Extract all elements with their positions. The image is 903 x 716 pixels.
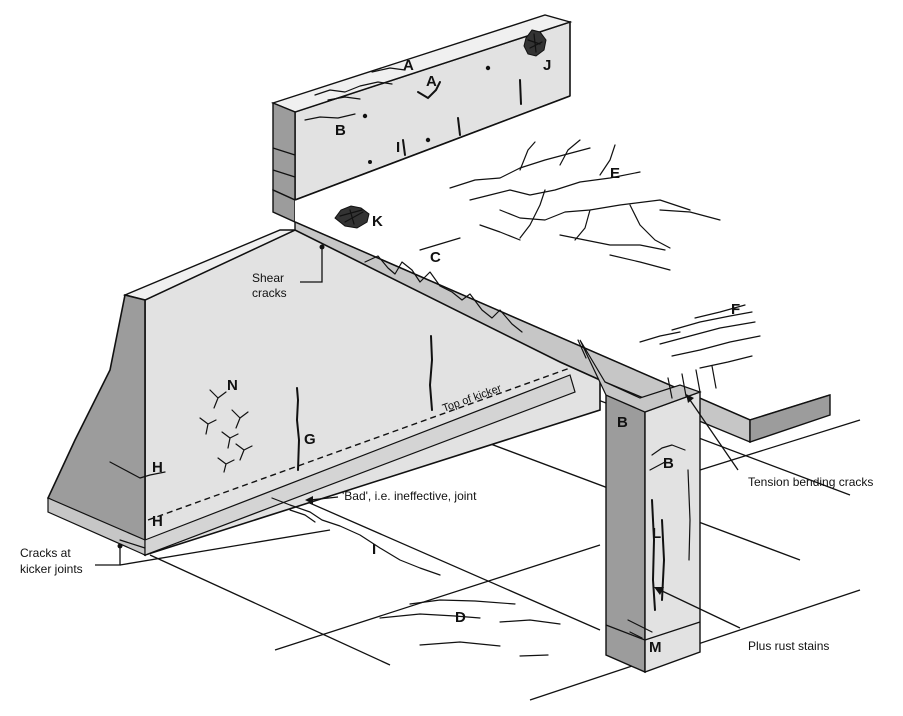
upstand-cracks bbox=[304, 29, 547, 164]
label-b-column-top: B bbox=[617, 414, 628, 431]
annotation-kicker-joints-line1: Cracks at bbox=[20, 546, 71, 560]
label-j: J bbox=[543, 57, 551, 74]
ground-cracks bbox=[271, 497, 561, 657]
upstand-wall bbox=[270, 14, 573, 224]
annotation-shear-line1: Shear bbox=[252, 271, 284, 285]
label-i-upstand: I bbox=[396, 139, 400, 156]
tension-cracks bbox=[577, 339, 717, 399]
annotation-kicker-joints-line2: kicker joints bbox=[20, 562, 83, 576]
annotation-shear-line2: cracks bbox=[252, 286, 287, 300]
label-a-top: A bbox=[403, 57, 414, 74]
column-cracks bbox=[627, 444, 691, 639]
slab-spall-k bbox=[334, 205, 370, 229]
main-wall bbox=[46, 229, 601, 557]
label-f: F bbox=[731, 301, 740, 318]
label-e: E bbox=[610, 165, 620, 182]
annotation-rust-stains: Plus rust stains bbox=[748, 639, 829, 653]
slab-map-cracks bbox=[449, 139, 721, 271]
label-h-upper: H bbox=[152, 459, 163, 476]
label-c: C bbox=[430, 249, 441, 266]
label-i-ground: I bbox=[372, 541, 376, 558]
annotation-bad-joint: 'Bad', i.e. ineffective, joint bbox=[342, 489, 477, 503]
label-l: L bbox=[652, 525, 661, 542]
label-a-face: A bbox=[426, 73, 437, 90]
shear-cracks-c bbox=[364, 237, 523, 333]
slab-parallel-cracks bbox=[639, 304, 761, 369]
leader-lines bbox=[95, 244, 741, 629]
letter-labels: A A B I J E K C F N G H H I D B B L M bbox=[152, 57, 740, 656]
label-k: K bbox=[372, 213, 383, 230]
label-g: G bbox=[304, 431, 316, 448]
label-b-upstand: B bbox=[335, 122, 346, 139]
label-n: N bbox=[227, 377, 238, 394]
wall-cracks bbox=[109, 335, 434, 549]
label-h-lower: H bbox=[152, 513, 163, 530]
label-b-column-face: B bbox=[663, 455, 674, 472]
label-d: D bbox=[455, 609, 466, 626]
label-m: M bbox=[649, 639, 662, 656]
annotation-tension-bending: Tension bending cracks bbox=[748, 475, 873, 489]
